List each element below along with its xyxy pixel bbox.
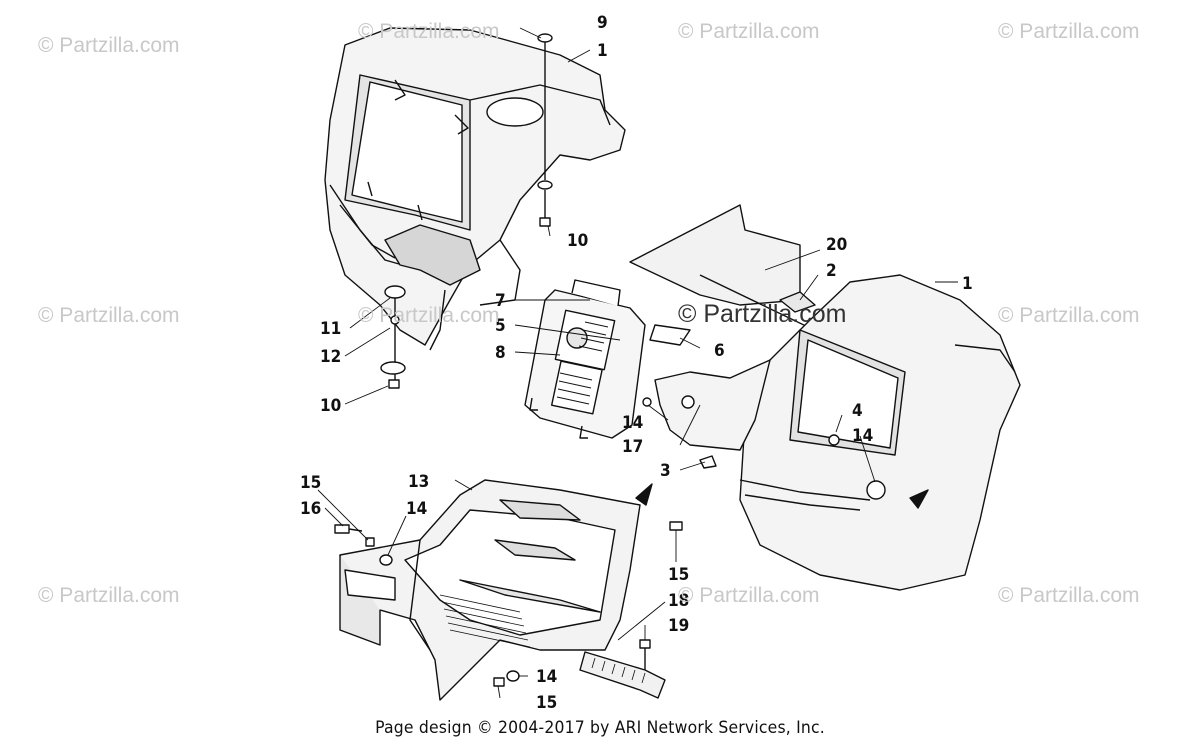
footrest-18	[579, 651, 666, 699]
callout-20: 20	[826, 235, 847, 255]
callout-7: 7	[495, 291, 506, 311]
callout-18: 18	[668, 591, 689, 611]
nut-14-bottom	[506, 670, 520, 682]
plug-fastener-9	[537, 33, 553, 227]
callout-8: 8	[495, 343, 506, 363]
rear-fender-part	[629, 204, 1021, 591]
callout-15-bottom: 15	[536, 693, 557, 713]
callout-14-left: 14	[406, 499, 427, 519]
grommet-fastener-11	[380, 285, 406, 389]
callout-1-top: 1	[597, 41, 608, 61]
watermark-t3: © Partzilla.com	[678, 20, 820, 43]
callout-1-right: 1	[962, 274, 973, 294]
watermark-ml: © Partzilla.com	[38, 304, 180, 327]
callout-14-bottom: 14	[536, 667, 557, 687]
bolt-16	[334, 524, 363, 534]
watermark-br: © Partzilla.com	[998, 584, 1140, 607]
callout-4: 4	[852, 401, 863, 421]
callout-10-top: 10	[567, 231, 588, 251]
watermark-b3: © Partzilla.com	[678, 584, 820, 607]
watermark-m2: © Partzilla.com	[358, 304, 500, 327]
callout-5: 5	[495, 316, 506, 336]
watermark-tl: © Partzilla.com	[38, 34, 180, 57]
copyright-footer: Page design © 2004-2017 by ARI Network S…	[375, 718, 825, 738]
arrow-marker-right	[909, 489, 929, 509]
callout-16: 16	[300, 499, 321, 519]
nut-14-left	[379, 554, 393, 566]
watermark-tr: © Partzilla.com	[998, 20, 1140, 43]
footwell-part	[339, 479, 641, 701]
arrow-marker-left	[635, 483, 653, 506]
callout-6: 6	[714, 341, 725, 361]
decal-6	[649, 324, 691, 346]
callout-19: 19	[668, 616, 689, 636]
callout-15-left: 15	[300, 473, 321, 493]
bolt-19	[639, 639, 651, 670]
bolt-15-bottom	[493, 677, 505, 687]
storage-lid-part	[524, 279, 646, 439]
callout-3: 3	[660, 461, 671, 481]
watermark-center: © Partzilla.com	[678, 300, 847, 328]
bolt-15-right	[669, 521, 683, 531]
callout-9: 9	[597, 13, 608, 33]
callout-2: 2	[826, 261, 837, 281]
callout-13: 13	[408, 472, 429, 492]
watermark-t2: © Partzilla.com	[358, 20, 500, 43]
callout-14-right: 14	[852, 426, 873, 446]
callout-11: 11	[320, 319, 341, 339]
clip-3	[699, 455, 717, 469]
callout-14-mid: 14	[622, 413, 643, 433]
callout-15-right: 15	[668, 565, 689, 585]
callout-10-left: 10	[320, 396, 341, 416]
watermark-mr: © Partzilla.com	[998, 304, 1140, 327]
front-fender-part	[324, 27, 626, 351]
callout-17: 17	[622, 437, 643, 457]
watermark-bl: © Partzilla.com	[38, 584, 180, 607]
callout-12: 12	[320, 347, 341, 367]
